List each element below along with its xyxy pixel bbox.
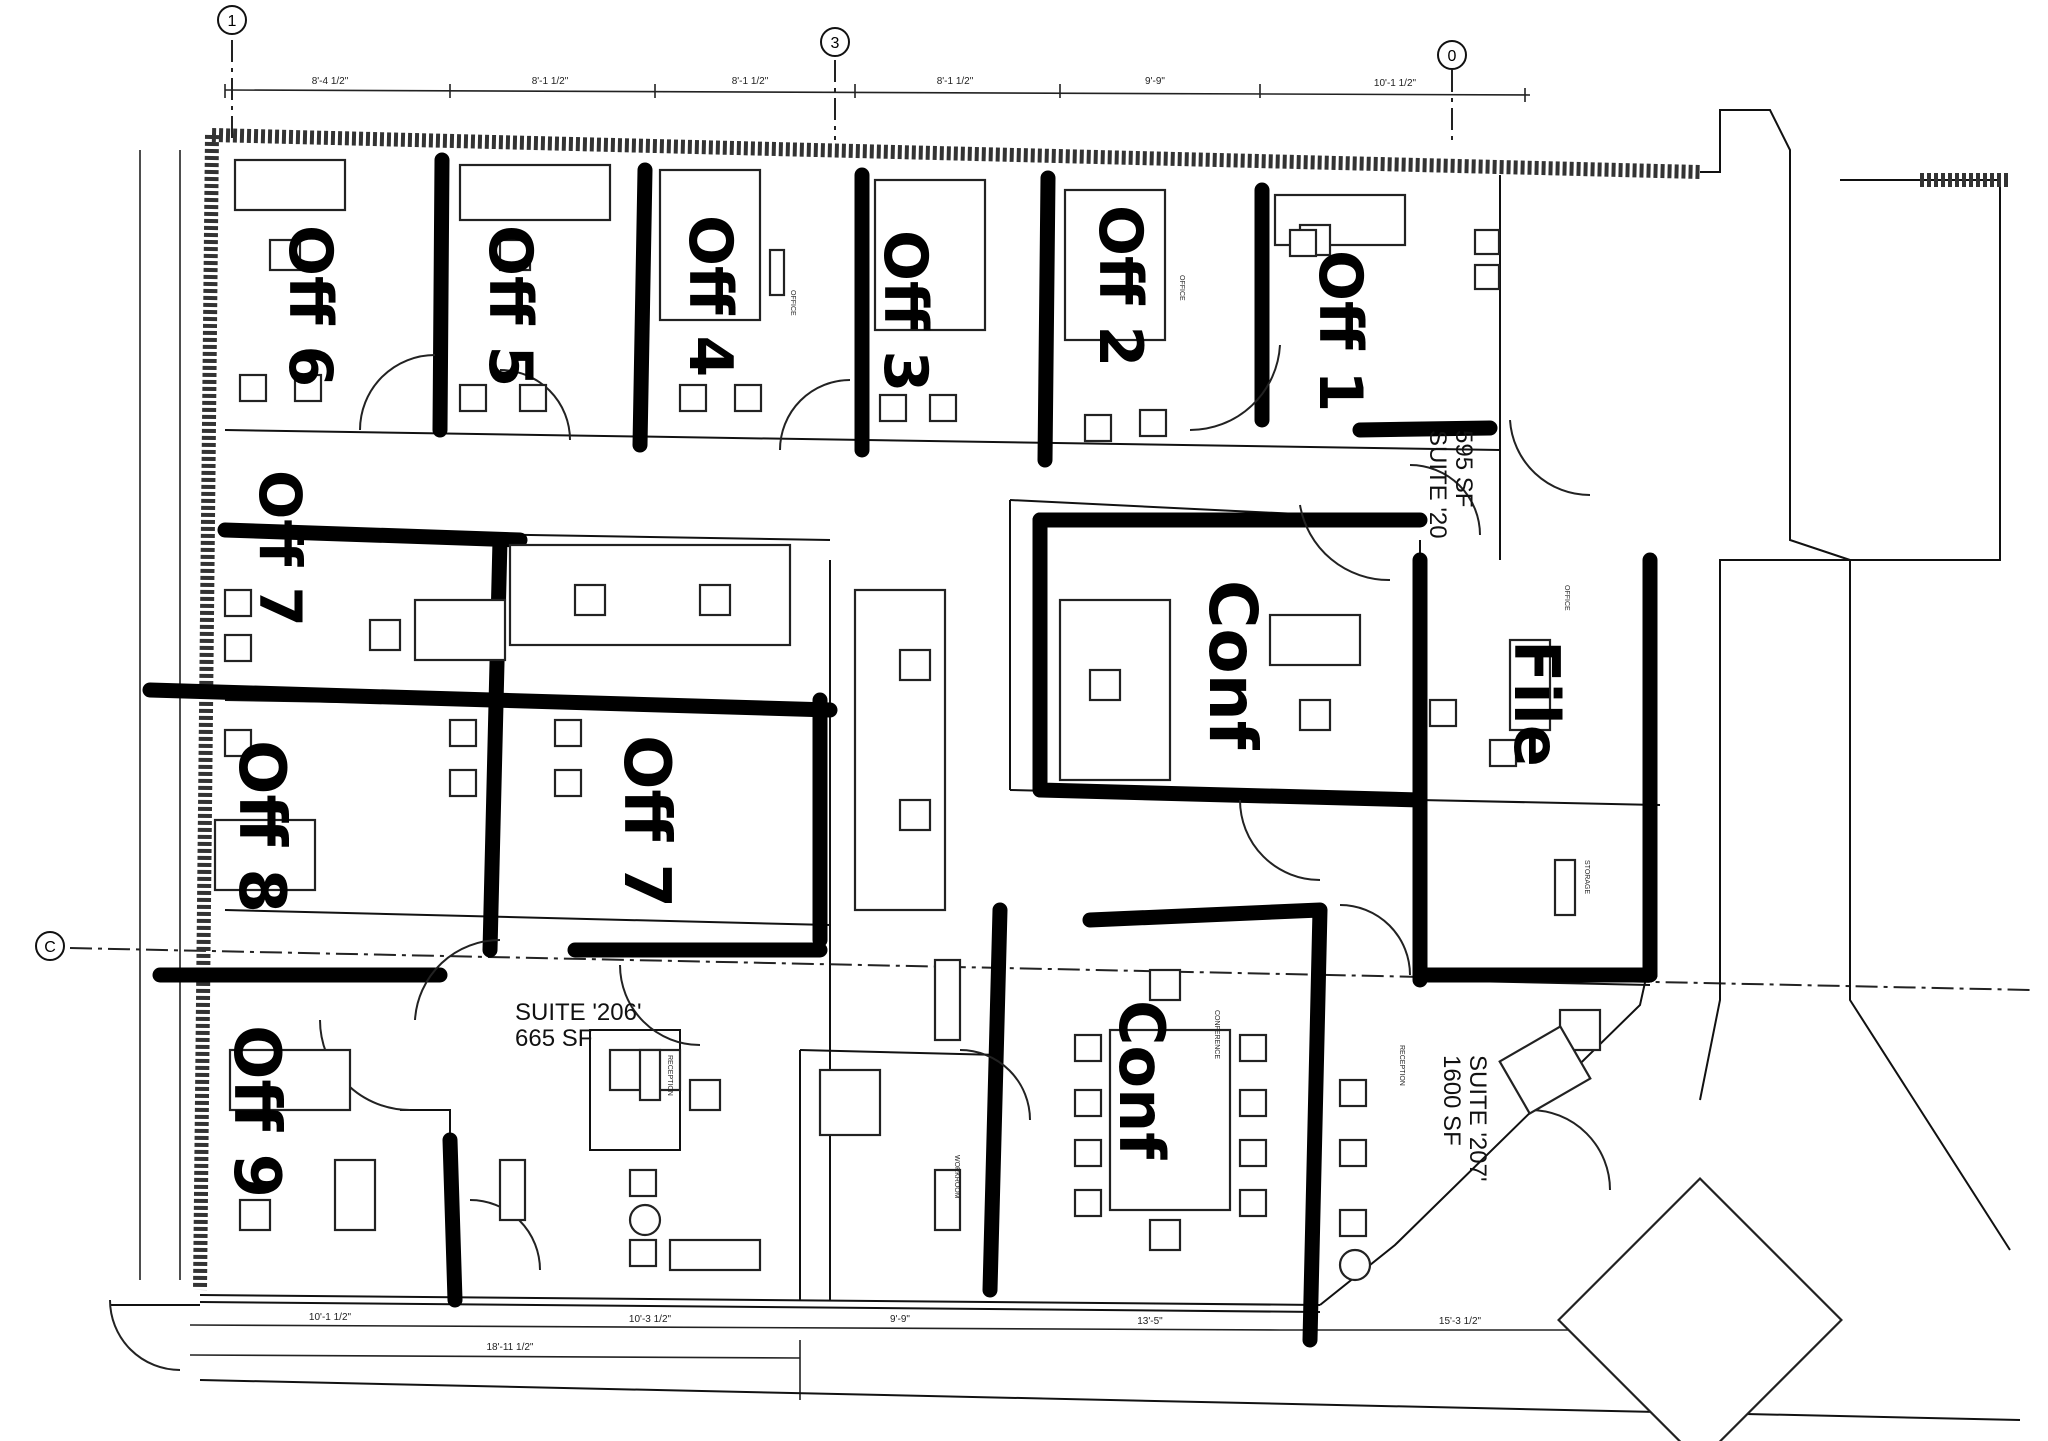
handwritten-off-3: Off 3 xyxy=(870,230,940,392)
suite-20-area: 595 SF xyxy=(1450,430,1477,507)
svg-text:0: 0 xyxy=(1448,48,1457,65)
handwritten-conf-1: Conf xyxy=(1194,580,1271,751)
suite-207-area: 1600 SF xyxy=(1438,1055,1465,1146)
grid-marker-3: 3 xyxy=(820,27,850,57)
dim-top-4: 8'-1 1/2" xyxy=(937,76,974,87)
handwritten-off-6: Off 6 xyxy=(275,225,345,387)
room-tag-conference: CONFERENCE xyxy=(1213,1010,1220,1059)
dim-top-6: 10'-1 1/2" xyxy=(1374,78,1417,89)
suite-20-name: SUITE '20 xyxy=(1424,430,1451,539)
marker-walls xyxy=(142,152,1658,1348)
room-tags: OFFICE RECEPTION STORAGE CONFERENCE WORK… xyxy=(638,248,1590,1199)
room-tag-storage: STORAGE xyxy=(1583,860,1590,894)
dimension-labels: 8'-4 1/2" 8'-1 1/2" 8'-1 1/2" 8'-1 1/2" … xyxy=(309,76,1482,1353)
grid-marker-0: 0 xyxy=(1437,40,1467,70)
handwritten-off-4: Off 4 xyxy=(675,215,745,377)
handwritten-off-5: Off 5 xyxy=(475,225,545,387)
grid-marker-c: C xyxy=(35,931,65,961)
svg-text:C: C xyxy=(44,939,56,956)
handwritten-off-7-top: Off 7 xyxy=(609,735,683,908)
grid-marker-1: 1 xyxy=(217,5,247,35)
handwritten-file: File xyxy=(1500,640,1573,767)
handwritten-off-9: Off 9 xyxy=(219,1025,293,1198)
room-tag-office-2: OFFICE xyxy=(1178,275,1185,301)
dim-bottom-3: 18'-11 1/2" xyxy=(487,1342,534,1353)
dim-top-5: 9'-9" xyxy=(1145,76,1165,87)
room-tag-box xyxy=(1553,858,1577,917)
suite-206-area: 665 SF xyxy=(515,1025,592,1052)
room-tag-workroom: WORKROOM xyxy=(953,1155,960,1199)
svg-text:3: 3 xyxy=(831,35,840,52)
dim-top-2: 8'-1 1/2" xyxy=(532,76,569,87)
svg-text:1: 1 xyxy=(228,13,237,30)
handwritten-labels: Off 1 Off 2 Off 3 Off 4 Off 5 Off 6 Off … xyxy=(219,205,1573,1198)
dim-top-1: 8'-4 1/2" xyxy=(312,76,349,87)
handwritten-off-1: Off 1 xyxy=(1305,250,1375,412)
handwritten-conf-2: Conf xyxy=(1105,1000,1178,1160)
dim-bottom-1: 10'-1 1/2" xyxy=(309,1312,352,1323)
room-tag-office-file: OFFICE xyxy=(1563,585,1570,611)
dim-bottom-6: 15'-3 1/2" xyxy=(1439,1316,1482,1327)
room-tag-reception-207: RECEPTION xyxy=(1398,1045,1405,1086)
suite-206-name: SUITE '206' xyxy=(515,999,642,1026)
room-tag-box xyxy=(768,248,786,297)
dim-bottom-4: 9'-9" xyxy=(890,1314,910,1325)
dim-bottom-2: 10'-3 1/2" xyxy=(629,1314,672,1325)
handwritten-off-7: Off 7 xyxy=(246,470,314,627)
handwritten-off-2: Off 2 xyxy=(1085,205,1155,367)
handwritten-off-8: Off 8 xyxy=(224,740,298,913)
suite-207-name: SUITE '207' xyxy=(1464,1055,1491,1182)
dim-top-3: 8'-1 1/2" xyxy=(732,76,769,87)
grid-markers: 1 3 0 C xyxy=(35,5,1467,961)
furniture xyxy=(213,158,1843,1441)
door-swings xyxy=(109,344,1611,1371)
room-tag-office-4: OFFICE xyxy=(789,290,796,316)
suite-labels: SUITE '20 595 SF SUITE '206' 665 SF SUIT… xyxy=(515,430,1491,1182)
room-tag-box xyxy=(638,1048,662,1102)
dim-bottom-5: 13'-5" xyxy=(1137,1316,1163,1327)
room-tag-reception-206: RECEPTION xyxy=(666,1055,673,1096)
